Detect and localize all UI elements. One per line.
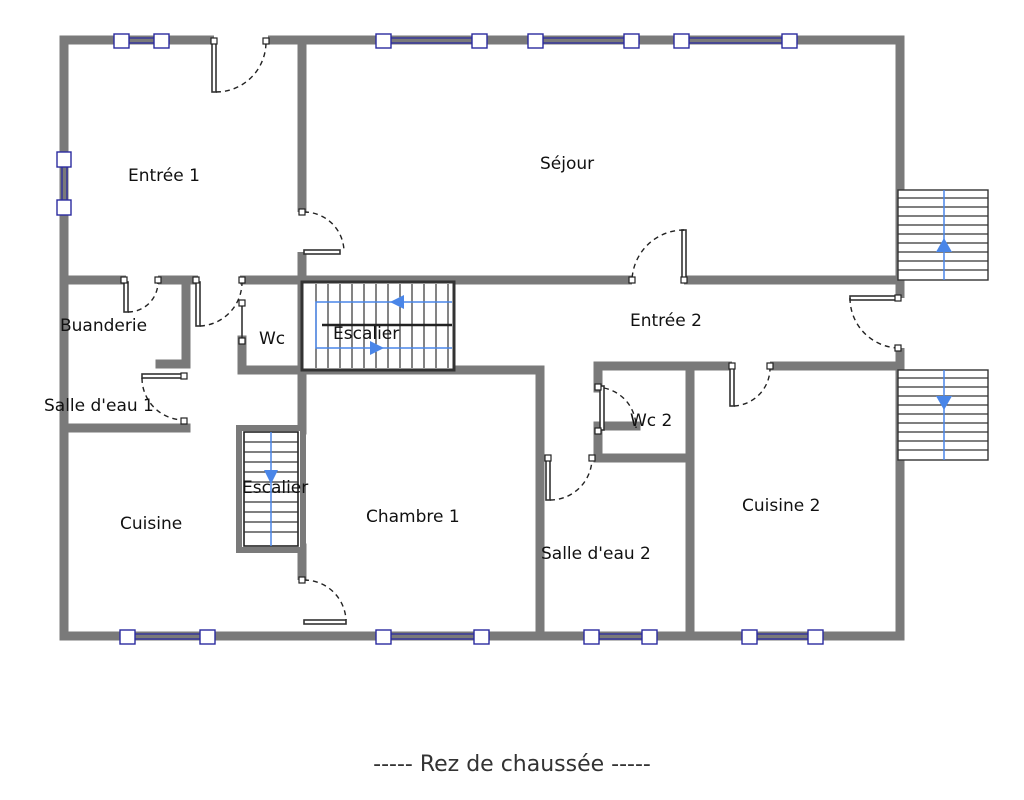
arrow-right-icon bbox=[370, 341, 384, 355]
floor-plan: Entrée 1 Séjour Buanderie Wc Escalier En… bbox=[44, 33, 989, 645]
walls bbox=[59, 35, 905, 641]
room-label-buanderie: Buanderie bbox=[60, 316, 147, 336]
arrow-left-icon bbox=[390, 295, 404, 309]
door-chambre-1 bbox=[298, 576, 347, 625]
door-sejour-left bbox=[298, 208, 345, 255]
window-top-3 bbox=[527, 33, 640, 49]
arrow-down-icon bbox=[936, 396, 952, 410]
room-label-wc-2: Wc 2 bbox=[630, 411, 672, 431]
window-bottom-4 bbox=[741, 629, 824, 645]
window-bottom-1 bbox=[119, 629, 216, 645]
room-label-escalier-bas: Escalier bbox=[242, 478, 308, 498]
arrow-down-icon bbox=[264, 470, 278, 484]
door-openings bbox=[126, 34, 906, 622]
room-label-sejour: Séjour bbox=[540, 154, 594, 174]
staircase-central bbox=[300, 280, 456, 372]
staircase-lower bbox=[236, 425, 306, 553]
room-label-entree-1: Entrée 1 bbox=[128, 166, 200, 186]
window-top-2 bbox=[375, 33, 488, 49]
room-label-escalier-haut: Escalier bbox=[333, 324, 399, 344]
door-cuisine-2 bbox=[728, 362, 774, 407]
room-label-wc: Wc bbox=[259, 329, 285, 349]
window-top-4 bbox=[673, 33, 798, 49]
door-salle-eau-1 bbox=[141, 372, 188, 425]
door-wc-2 bbox=[594, 383, 637, 435]
staircase-exterior-down bbox=[897, 369, 989, 461]
door-buanderie bbox=[120, 276, 162, 313]
room-labels: Entrée 1 Séjour Buanderie Wc Escalier En… bbox=[44, 154, 820, 564]
door-wc bbox=[192, 276, 246, 345]
arrow-up-icon bbox=[936, 238, 952, 252]
room-label-cuisine: Cuisine bbox=[120, 514, 182, 534]
room-label-salle-eau-2: Salle d'eau 2 bbox=[541, 544, 651, 564]
door-entree-2-exterior bbox=[849, 294, 902, 352]
staircase-exterior-up bbox=[897, 189, 989, 281]
floor-caption: ----- Rez de chaussée ----- bbox=[373, 752, 651, 777]
window-top-1 bbox=[113, 33, 170, 49]
room-label-cuisine-2: Cuisine 2 bbox=[742, 496, 820, 516]
windows bbox=[56, 33, 824, 645]
room-label-salle-eau-1: Salle d'eau 1 bbox=[44, 396, 154, 416]
window-bottom-3 bbox=[583, 629, 658, 645]
room-label-entree-2: Entrée 2 bbox=[630, 311, 702, 331]
window-bottom-2 bbox=[375, 629, 490, 645]
door-entree-1 bbox=[210, 37, 270, 93]
door-sejour-entree-2 bbox=[628, 229, 688, 284]
doors bbox=[120, 37, 902, 625]
window-left-1 bbox=[56, 151, 72, 216]
door-salle-eau-2 bbox=[544, 454, 596, 501]
room-label-chambre-1: Chambre 1 bbox=[366, 507, 460, 527]
